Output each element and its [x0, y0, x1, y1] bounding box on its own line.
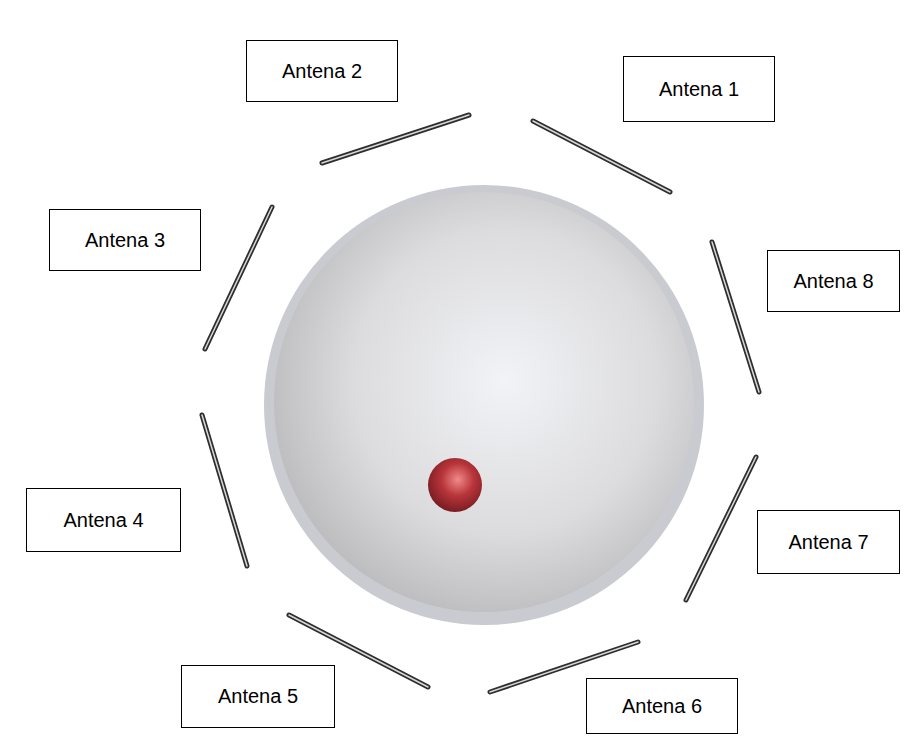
antenna-label-box: Antena 8 [767, 250, 900, 312]
antenna-label-box: Antena 7 [757, 510, 900, 574]
antenna-label: Antena 1 [659, 78, 739, 101]
antenna-label: Antena 4 [63, 509, 143, 532]
antenna-label: Antena 7 [788, 531, 868, 554]
antenna-label: Antena 6 [622, 695, 702, 718]
phantom-sphere [274, 192, 694, 612]
antenna-label-box: Antena 5 [181, 665, 335, 728]
antenna-label: Antena 8 [793, 270, 873, 293]
antenna-label: Antena 5 [218, 685, 298, 708]
antenna-label-box: Antena 3 [49, 209, 201, 271]
antenna-label: Antena 2 [282, 60, 362, 83]
antenna-label-box: Antena 4 [26, 488, 181, 552]
phantom-shell [264, 185, 704, 625]
antenna-label-box: Antena 6 [586, 678, 738, 734]
antenna-label-box: Antena 2 [246, 40, 398, 102]
antenna-array [202, 115, 759, 692]
antenna-label: Antena 3 [85, 229, 165, 252]
antenna-label-box: Antena 1 [623, 56, 775, 122]
tumor-target [428, 458, 482, 512]
